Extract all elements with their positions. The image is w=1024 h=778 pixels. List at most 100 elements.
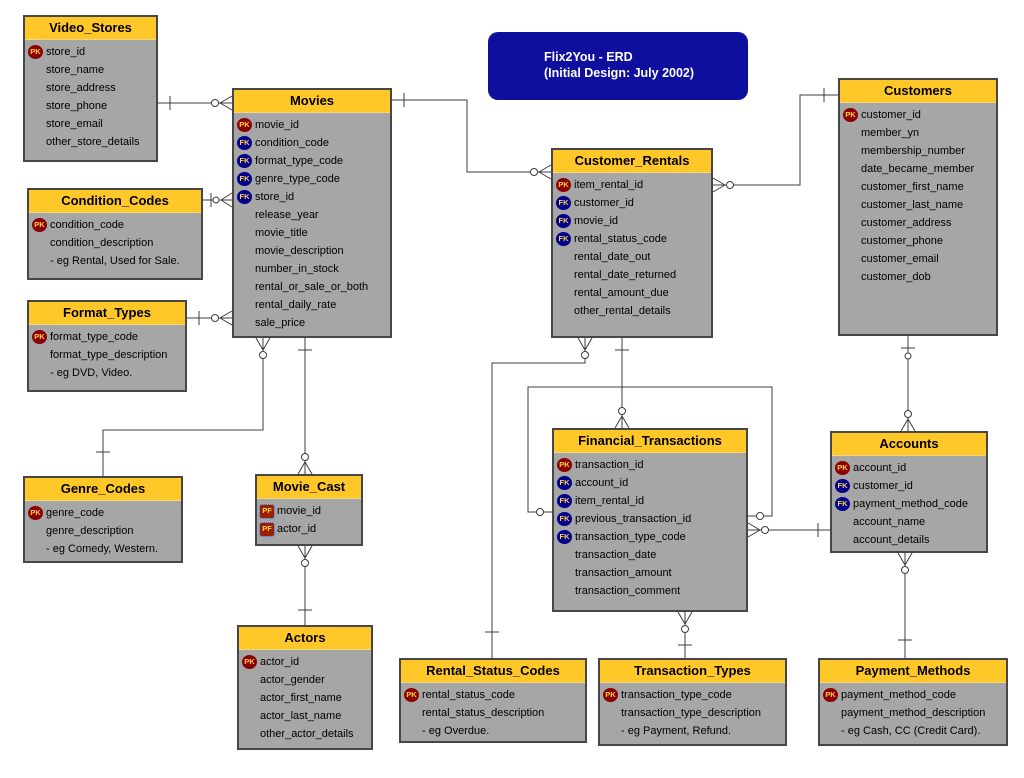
badge-spacer	[28, 81, 43, 95]
badge-spacer	[237, 280, 252, 294]
badge-spacer	[242, 673, 257, 687]
diagram-title-box[interactable]: Flix2You - ERD (Initial Design: July 200…	[488, 32, 748, 100]
diagram-title-line2: (Initial Design: July 2002)	[544, 66, 695, 80]
attribute-row: - eg Comedy, Western.	[28, 540, 179, 558]
attribute-label: store_name	[46, 64, 105, 76]
attribute-label: rental_status_code	[574, 233, 667, 245]
attribute-label: - eg Cash, CC (Credit Card).	[841, 725, 981, 737]
attribute-label: release_year	[255, 209, 319, 221]
attribute-label: transaction_type_description	[621, 707, 762, 719]
badge-spacer	[242, 709, 257, 723]
badge-spacer	[28, 63, 43, 77]
fk-badge-icon: FK	[557, 512, 572, 526]
attribute-row: customer_last_name	[843, 196, 994, 214]
attribute-label: movie_id	[277, 505, 322, 517]
attribute-row: customer_first_name	[843, 178, 994, 196]
badge-spacer	[557, 566, 572, 580]
attribute-row: rental_or_sale_or_both	[237, 278, 388, 296]
badge-spacer	[557, 584, 572, 598]
attribute-label: payment_method_description	[841, 707, 986, 719]
attribute-label: rental_status_description	[422, 707, 545, 719]
attribute-label: rental_date_returned	[574, 269, 677, 281]
attribute-label: actor_first_name	[260, 692, 342, 704]
connector-financial-transactions-accounts	[747, 522, 830, 538]
attribute-row: condition_description	[32, 234, 199, 252]
connector-condition-codes-movies	[203, 192, 233, 208]
attribute-label: customer_dob	[861, 271, 931, 283]
connector-customer-rentals-financial-transactions	[614, 338, 630, 429]
attribute-label: store_address	[46, 82, 116, 94]
connector-movies-customer-rentals	[392, 93, 552, 180]
entity-title: Accounts	[832, 433, 986, 456]
pf-badge-icon: PF	[259, 503, 275, 519]
attribute-label: - eg Overdue.	[422, 725, 490, 737]
badge-spacer	[32, 254, 47, 268]
pk-badge-icon: PK	[242, 655, 257, 669]
attribute-row: account_name	[835, 513, 984, 531]
fk-badge-icon: FK	[835, 497, 850, 511]
badge-spacer	[835, 515, 850, 529]
attribute-row: actor_first_name	[242, 689, 369, 707]
badge-spacer	[237, 244, 252, 258]
badge-spacer	[404, 724, 419, 738]
attribute-label: actor_id	[260, 656, 300, 668]
fk-badge-icon: FK	[237, 190, 252, 204]
attribute-label: rental_or_sale_or_both	[255, 281, 369, 293]
attribute-label: number_in_stock	[255, 263, 339, 275]
attribute-label: movie_description	[255, 245, 344, 257]
badge-spacer	[556, 304, 571, 318]
attribute-row: transaction_comment	[557, 582, 744, 600]
entity-title: Rental_Status_Codes	[401, 660, 585, 683]
attribute-row: store_name	[28, 61, 154, 79]
badge-spacer	[843, 270, 858, 284]
pk-badge-icon: PK	[557, 458, 572, 472]
pk-badge-icon: PK	[32, 218, 47, 232]
attribute-label: actor_gender	[260, 674, 325, 686]
attribute-label: rental_daily_rate	[255, 299, 337, 311]
attribute-label: customer_address	[861, 217, 952, 229]
attribute-label: other_actor_details	[260, 728, 354, 740]
badge-spacer	[28, 135, 43, 149]
badge-spacer	[557, 548, 572, 562]
attribute-label: customer_id	[853, 480, 913, 492]
attribute-label: sale_price	[255, 317, 306, 329]
fk-badge-icon: FK	[237, 172, 252, 186]
attribute-row: date_became_member	[843, 160, 994, 178]
